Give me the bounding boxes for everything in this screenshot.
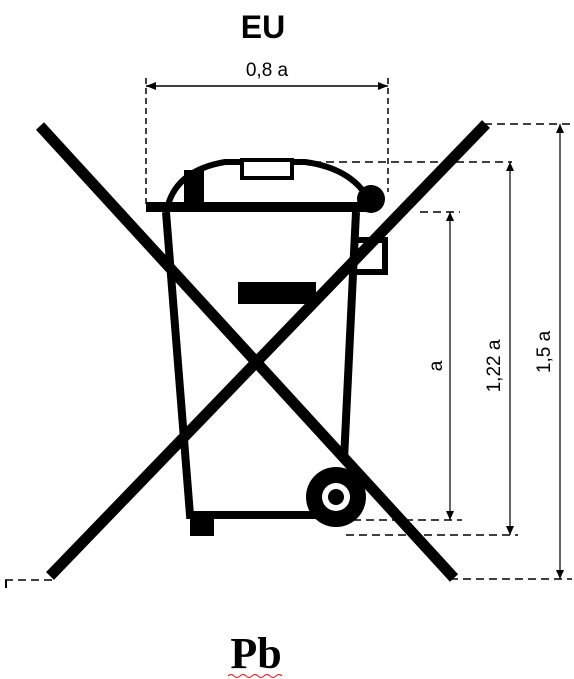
reference-lines <box>5 123 572 581</box>
title-eu: EU <box>241 9 285 45</box>
spellcheck-underline <box>227 673 283 679</box>
height-dimension-a: a <box>426 212 454 520</box>
height-1-5a-label: 1,5 a <box>534 330 555 373</box>
crossed-out-lines <box>35 120 490 582</box>
width-dimension: 0,8 a <box>145 60 389 205</box>
height-dimension-1-22a: 1,22 a <box>484 162 514 535</box>
height-a-label: a <box>426 360 447 371</box>
pb-label: Pb <box>230 629 281 678</box>
height-dimension-1-5a: 1,5 a <box>534 124 564 579</box>
height-1-22a-label: 1,22 a <box>484 339 505 392</box>
width-label: 0,8 a <box>246 60 289 81</box>
